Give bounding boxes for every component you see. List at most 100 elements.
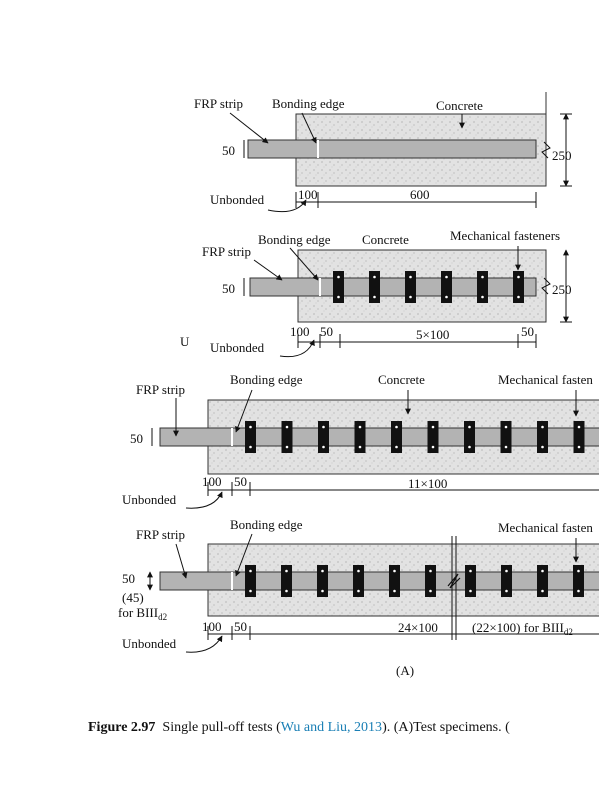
fastener-bolt: [481, 295, 484, 299]
fastener: [281, 421, 293, 453]
fastener-bolt: [358, 425, 362, 429]
fastener-bolt: [337, 295, 340, 299]
arrow-bonding-edge: [289, 247, 319, 281]
fastener: [369, 271, 380, 303]
dim-d: (22×100) for BIIId2: [472, 620, 573, 637]
fastener: [500, 421, 512, 453]
fastener-bolt: [431, 445, 435, 449]
fastener: [573, 565, 584, 597]
dim-height: 250: [552, 282, 572, 297]
dim-for-variant: for BIIId2: [118, 605, 167, 622]
caption-figure-number: Figure 2.97: [88, 720, 156, 735]
panel-3: FRP strip Bonding edge Concrete Mechanic…: [122, 372, 599, 509]
arrow-unbonded: [185, 491, 223, 509]
fastener: [245, 565, 256, 597]
fastener-bolt: [469, 569, 472, 573]
label-bonding-edge: Bonding edge: [230, 517, 303, 532]
arrow-bonding-edge: [235, 533, 253, 577]
dim-d-sub: d2: [564, 627, 573, 637]
fastener-bolt: [517, 275, 520, 279]
fastener-bolt: [469, 589, 472, 593]
fastener-bolt: [321, 589, 324, 593]
fastener-bolt: [517, 295, 520, 299]
fastener-bolt: [285, 425, 289, 429]
fastener-bolt: [285, 445, 289, 449]
caption-text-2: ). (A)Test specimens. (: [382, 720, 510, 735]
fastener-bolt: [429, 589, 432, 593]
fastener-bolt: [322, 425, 325, 429]
label-unbonded: Unbonded: [210, 340, 265, 355]
fastener-bolt: [445, 295, 448, 299]
label-mechanical-fasteners: Mechanical fasteners: [450, 228, 560, 243]
fastener: [465, 565, 476, 597]
fastener: [537, 565, 548, 597]
fastener: [317, 565, 328, 597]
fastener-bolt: [445, 275, 448, 279]
fastener: [441, 271, 452, 303]
fastener: [389, 565, 400, 597]
fastener: [318, 421, 329, 453]
label-unbonded: Unbonded: [122, 636, 177, 651]
dim-b: 50: [234, 619, 247, 634]
fastener-bolt: [395, 445, 398, 449]
caption-text-1: Single pull-off tests (: [162, 720, 281, 735]
fastener-bolt: [541, 589, 544, 593]
caption-citation-link[interactable]: Wu and Liu, 2013: [280, 720, 383, 735]
arrow-frp-strip: [253, 259, 283, 281]
dim-a: 100: [290, 324, 310, 339]
fastener: [464, 421, 475, 453]
label-frp-strip: FRP strip: [202, 244, 251, 259]
fastener-bolt: [481, 275, 484, 279]
label-unbonded: Unbonded: [122, 492, 177, 507]
frp-strip: [159, 427, 599, 447]
fastener-bolt: [285, 589, 288, 593]
fastener-bolt: [249, 569, 252, 573]
fastener: [354, 421, 366, 453]
fastener-group: [245, 421, 585, 453]
fastener-bolt: [468, 425, 471, 429]
fastener-bolt: [373, 295, 376, 299]
fastener: [513, 271, 524, 303]
fastener: [353, 565, 364, 597]
fastener-bolt: [505, 569, 508, 573]
panel-label: (A): [396, 663, 414, 678]
panel-4: FRP strip Bonding edge Mechanical fasten…: [118, 517, 599, 653]
fastener-group: [245, 565, 584, 597]
dim-b: 50: [320, 324, 333, 339]
fastener-bolt: [541, 425, 544, 429]
label-bonding-edge: Bonding edge: [272, 96, 345, 111]
fastener: [245, 421, 256, 453]
dim-c: 11×100: [408, 476, 447, 491]
fastener-bolt: [409, 295, 412, 299]
panel-1: FRP strip Bonding edge Concrete 50 250 U…: [194, 92, 572, 213]
break-symbol: [447, 573, 461, 589]
fastener-bolt: [409, 275, 412, 279]
fastener: [501, 565, 512, 597]
fastener-bolt: [322, 445, 325, 449]
fastener-group: [333, 271, 524, 303]
fastener-bolt: [577, 569, 580, 573]
fastener-bolt: [505, 589, 508, 593]
fastener: [391, 421, 402, 453]
fastener-bolt: [249, 589, 252, 593]
break-symbol: [541, 277, 551, 295]
dim-d-main: (22×100) for BIII: [472, 620, 564, 635]
label-bonding-edge: Bonding edge: [230, 372, 303, 387]
frp-strip: [247, 139, 537, 159]
fastener: [333, 271, 344, 303]
arrow-unbonded: [279, 339, 315, 358]
frp-strip: [249, 277, 537, 297]
fastener: [425, 565, 436, 597]
arrow-frp-strip: [229, 112, 269, 144]
arrow-bonding-edge: [301, 112, 317, 144]
dim-strip-width: 50: [130, 431, 143, 446]
for-variant-prefix: for BIII: [118, 605, 158, 620]
fastener-bolt: [393, 569, 396, 573]
fastener: [281, 565, 292, 597]
break-symbol: [541, 141, 551, 159]
dim-a: 100: [202, 619, 222, 634]
fastener: [477, 271, 488, 303]
fastener-bolt: [357, 569, 360, 573]
dim-strip-width: 50: [222, 281, 235, 296]
label-concrete: Concrete: [436, 98, 483, 113]
